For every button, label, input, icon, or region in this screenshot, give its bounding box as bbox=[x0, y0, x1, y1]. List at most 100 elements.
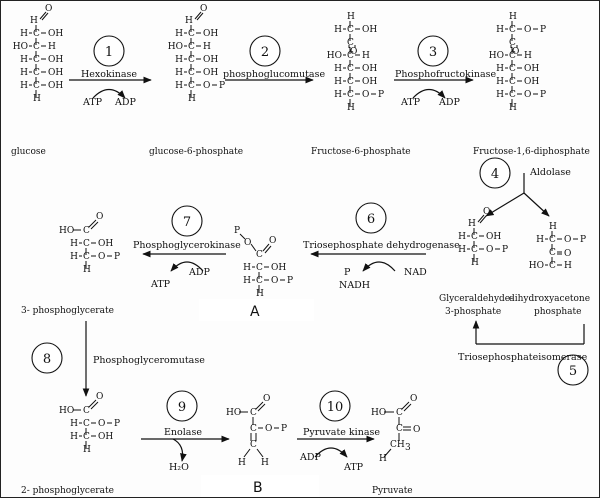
f6p-right-6: O bbox=[362, 90, 369, 100]
f16dp-right-3: H bbox=[524, 51, 532, 61]
step-9-circle bbox=[166, 390, 198, 422]
bpg-c-o-b bbox=[264, 245, 272, 254]
dhap-c2: C bbox=[549, 248, 556, 258]
pg2-left-2: H bbox=[70, 432, 78, 442]
g6p-aldehyde-h: H bbox=[185, 16, 193, 26]
f6p-left-1: H bbox=[334, 25, 342, 35]
glucose-left-4: H bbox=[20, 68, 28, 78]
pg2-left-1: H bbox=[70, 419, 78, 429]
pg3-right-1: OH bbox=[98, 239, 113, 249]
pyr-ch3: CH bbox=[390, 440, 405, 450]
curl-step-7 bbox=[170, 261, 204, 272]
compound-fructose-6-phosphate-label: Fructose-6-phosphate bbox=[311, 147, 411, 157]
arrow-step-4-left bbox=[485, 192, 525, 217]
f16dp-left-6: H bbox=[496, 90, 504, 100]
pyr-c2: C bbox=[396, 424, 403, 434]
step-1-number: 1 bbox=[105, 45, 113, 60]
pg3-co-a bbox=[88, 219, 97, 228]
pg2-right-1: O bbox=[98, 419, 105, 429]
compound-glucose-label: glucose bbox=[11, 147, 46, 157]
glucose-right-4: OH bbox=[48, 68, 63, 78]
f16dp-left-3: HO bbox=[489, 51, 504, 61]
pg2-co-b bbox=[90, 401, 99, 410]
g6p-aldehyde-o: O bbox=[200, 4, 207, 14]
f6p-top-h: H bbox=[347, 12, 355, 22]
f6p-phosphate-6: P bbox=[378, 90, 384, 100]
bpg-c-o-a bbox=[262, 243, 270, 252]
enzyme-triosephosphate-dehydrogenase: Triosephosphate dehydrogenase bbox=[303, 240, 460, 251]
f16dp-left-4: H bbox=[496, 64, 504, 74]
compound-gap-label-line2: 3-phosphate bbox=[445, 307, 501, 317]
f16dp-right-5: OH bbox=[524, 77, 539, 87]
bpg-phosphate-2: P bbox=[287, 276, 293, 286]
enzyme-phosphofructokinase: Phosphofructokinase bbox=[395, 69, 497, 80]
bpg-carbon-2: C bbox=[256, 276, 263, 286]
f6p-carbon-4: C bbox=[347, 64, 354, 74]
pg3-carbon-2: C bbox=[83, 252, 90, 262]
enzyme-hexokinase: Hexokinase bbox=[81, 69, 137, 80]
bpg-c1: C bbox=[256, 250, 263, 260]
pg3-bottom-h: H bbox=[83, 265, 91, 275]
f6p-carbon-5: C bbox=[347, 77, 354, 87]
cofactor-atp-step7: ATP bbox=[150, 279, 171, 290]
dhap-c3: C bbox=[549, 261, 556, 271]
g6p-right-3: OH bbox=[203, 55, 218, 65]
compound-dhap-label-line1: dihydroxyacetone bbox=[509, 294, 590, 304]
pep-c3-h2-bond bbox=[256, 448, 264, 458]
dhap-c1: C bbox=[549, 235, 556, 245]
pyr-ho: HO bbox=[371, 408, 386, 418]
cofactor-h2o-step9: H₂O bbox=[169, 462, 189, 473]
glucose-carbon-5: C bbox=[33, 81, 40, 91]
f16dp-carbon-1: C bbox=[509, 25, 516, 35]
bpg-left-1: H bbox=[243, 263, 251, 273]
f6p-keto-o: O bbox=[350, 47, 357, 57]
g6p-carbon-2: C bbox=[188, 42, 195, 52]
pep-c1: C bbox=[250, 408, 257, 418]
step-9-number: 9 bbox=[178, 400, 186, 415]
curl-step-10 bbox=[314, 447, 348, 458]
compound-glucose-6-phosphate-label: glucose-6-phosphate bbox=[149, 147, 243, 157]
f6p-right-4: OH bbox=[362, 64, 377, 74]
f16dp-carbon-2: C bbox=[509, 38, 516, 48]
dhap-c3-ho: HO bbox=[529, 261, 544, 271]
glucose-carbon-4: C bbox=[33, 68, 40, 78]
pg3-phosphate-2: P bbox=[114, 252, 120, 262]
glucose-carbon-2: C bbox=[33, 42, 40, 52]
pep-o: O bbox=[263, 394, 270, 404]
bond-lines bbox=[29, 11, 578, 458]
bpg-left-2: H bbox=[243, 276, 251, 286]
glucose-aldehyde-h: H bbox=[30, 16, 38, 26]
pg3-co-b bbox=[90, 221, 99, 230]
pg3-left-2: H bbox=[70, 252, 78, 262]
bpg-o-c-bond bbox=[250, 243, 257, 252]
curl-step-3 bbox=[412, 88, 446, 99]
gap-carbon-1: C bbox=[471, 232, 478, 242]
step-4-circle bbox=[479, 157, 511, 189]
curl-step-6 bbox=[362, 261, 396, 272]
step-6-number: 6 bbox=[367, 212, 375, 227]
f16dp-carbon-3: C bbox=[509, 51, 516, 61]
step-3-circle bbox=[417, 35, 449, 67]
f6p-left-5: H bbox=[334, 77, 342, 87]
pep-co-a bbox=[255, 401, 264, 410]
step-7-circle bbox=[171, 205, 203, 237]
compound-dhap-label-line2: phosphate bbox=[534, 307, 581, 317]
f6p-carbon-3: C bbox=[347, 51, 354, 61]
g6p-right-5: O bbox=[203, 81, 210, 91]
pg2-phosphate-1: P bbox=[114, 419, 120, 429]
pyr-co-b bbox=[403, 403, 412, 412]
g6p-double-bond-a bbox=[194, 11, 202, 20]
pg3-c1: C bbox=[83, 226, 90, 236]
pep-co-b bbox=[257, 403, 266, 412]
g6p-left-5: H bbox=[175, 81, 183, 91]
pyr-c1: C bbox=[396, 408, 403, 418]
f6p-left-3: HO bbox=[327, 51, 342, 61]
g6p-bottom-h: H bbox=[188, 94, 196, 104]
step-6-circle bbox=[355, 202, 387, 234]
step-8-circle bbox=[31, 342, 63, 374]
pg2-bottom-h: H bbox=[83, 445, 91, 455]
glucose-right-1: OH bbox=[48, 29, 63, 39]
f16dp-right-4: OH bbox=[524, 64, 539, 74]
glucose-double-bond-a bbox=[39, 11, 47, 20]
